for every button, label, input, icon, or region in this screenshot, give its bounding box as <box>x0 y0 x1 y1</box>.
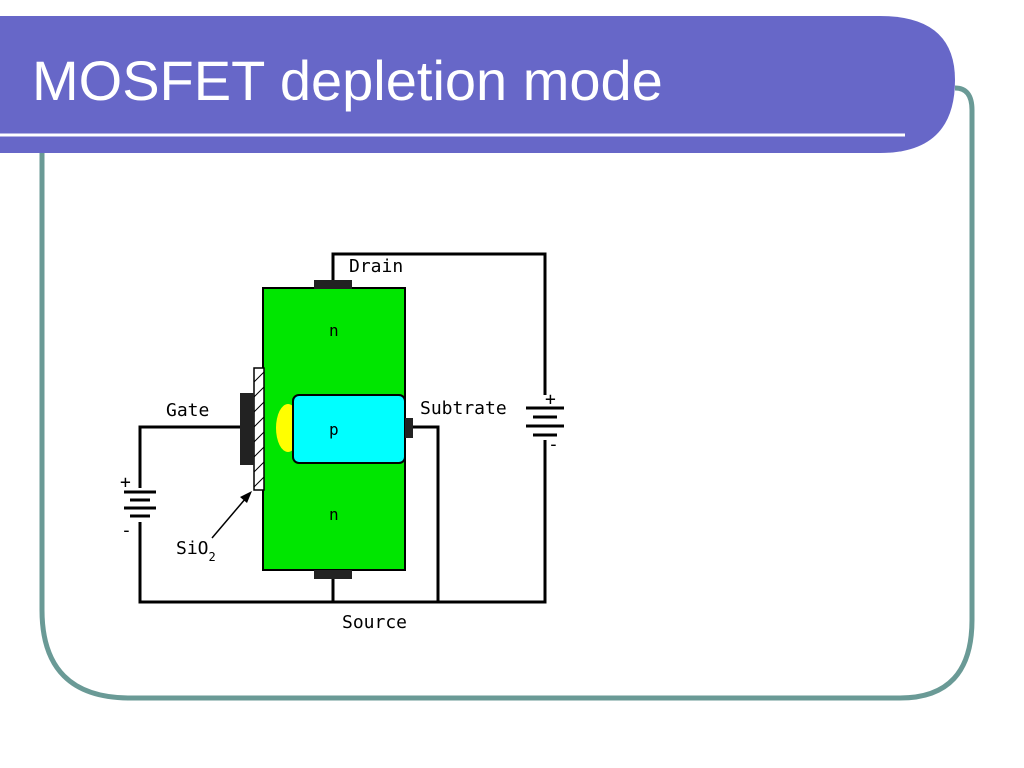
gate-wire <box>138 425 244 490</box>
substrate-contact <box>405 418 413 438</box>
region-label-top-n: n <box>329 321 339 340</box>
drain-contact <box>314 280 352 289</box>
drain-wire <box>331 252 547 395</box>
region-label-bottom-n: n <box>329 505 339 524</box>
gate-label: Gate <box>166 400 209 421</box>
slide-title: MOSFET depletion mode <box>32 49 663 112</box>
substrate-label: Subtrate <box>420 398 507 419</box>
gate-electrode <box>240 393 254 465</box>
oxide-label: SiO2 <box>176 538 216 564</box>
right-battery-minus: - <box>548 434 559 455</box>
region-label-p: p <box>329 420 339 439</box>
oxide-layer <box>253 367 265 491</box>
left-battery-minus: - <box>121 520 132 541</box>
drain-label: Drain <box>349 256 403 277</box>
source-label: Source <box>342 612 407 633</box>
right-battery-plus: + <box>545 389 556 410</box>
circuit-wires <box>138 252 547 604</box>
oxide-pointer-line <box>211 497 247 539</box>
p-region <box>292 394 406 464</box>
oxide-hatching <box>253 371 265 488</box>
substrate-wire <box>410 425 440 602</box>
left-battery-plus: + <box>120 472 131 493</box>
title-banner <box>0 16 955 153</box>
source-contact <box>314 570 352 579</box>
right-battery <box>526 400 564 440</box>
content-frame <box>39 85 975 701</box>
right-return-wire <box>138 440 547 604</box>
oxide-pointer-arrowhead <box>240 491 252 503</box>
left-battery <box>124 488 156 522</box>
